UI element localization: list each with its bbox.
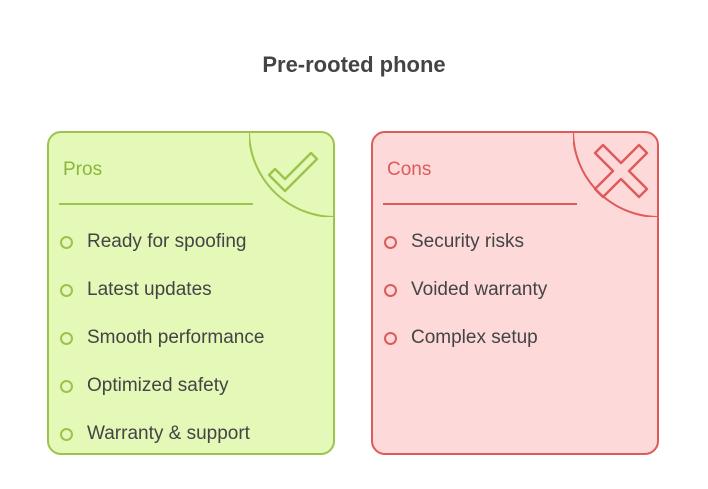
cons-corner-badge bbox=[573, 133, 657, 217]
pros-heading: Pros bbox=[63, 159, 103, 180]
cross-icon bbox=[593, 143, 649, 199]
bullet-icon bbox=[384, 235, 397, 249]
list-item-label: Complex setup bbox=[411, 327, 538, 348]
list-item-label: Smooth performance bbox=[87, 327, 265, 348]
bullet-icon bbox=[60, 331, 73, 345]
list-item-label: Ready for spoofing bbox=[87, 231, 247, 252]
list-item: Security risks bbox=[384, 218, 547, 266]
list-item: Ready for spoofing bbox=[60, 218, 264, 266]
bullet-icon bbox=[60, 379, 73, 393]
pros-corner-badge bbox=[249, 133, 333, 217]
list-item: Complex setup bbox=[384, 314, 547, 362]
cons-card: Cons Security risks Voided warranty Comp… bbox=[371, 131, 659, 455]
pros-divider bbox=[59, 203, 253, 205]
list-item-label: Voided warranty bbox=[411, 279, 548, 300]
bullet-icon bbox=[60, 235, 73, 249]
pros-list: Ready for spoofing Latest updates Smooth… bbox=[60, 218, 264, 453]
bullet-icon bbox=[60, 427, 73, 441]
pros-card: Pros Ready for spoofing Latest updates S… bbox=[47, 131, 335, 455]
bullet-icon bbox=[384, 283, 397, 297]
list-item: Voided warranty bbox=[384, 266, 547, 314]
list-item: Latest updates bbox=[60, 266, 264, 314]
list-item: Optimized safety bbox=[60, 362, 264, 410]
cons-divider bbox=[383, 203, 577, 205]
list-item-label: Warranty & support bbox=[87, 423, 250, 444]
list-item-label: Security risks bbox=[411, 231, 524, 252]
bullet-icon bbox=[60, 283, 73, 297]
cons-list: Security risks Voided warranty Complex s… bbox=[384, 218, 547, 362]
bullet-icon bbox=[384, 331, 397, 345]
list-item: Warranty & support bbox=[60, 410, 264, 453]
page-title: Pre-rooted phone bbox=[262, 52, 446, 77]
list-item-label: Latest updates bbox=[87, 279, 212, 300]
cons-heading: Cons bbox=[387, 159, 432, 180]
list-item: Smooth performance bbox=[60, 314, 264, 362]
checkmark-icon bbox=[267, 151, 319, 193]
list-item-label: Optimized safety bbox=[87, 375, 229, 396]
